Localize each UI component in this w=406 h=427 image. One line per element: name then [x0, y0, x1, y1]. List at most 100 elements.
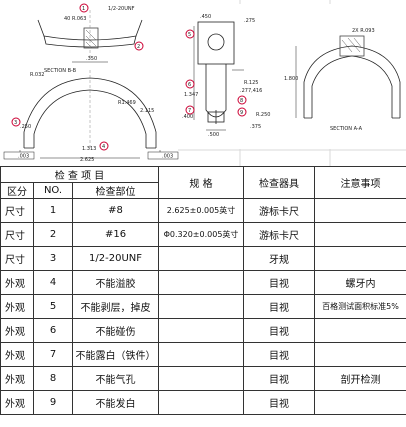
table-row: 外观 7 不能露白（铁件） 目视: [0, 342, 406, 367]
svg-text:9: 9: [240, 110, 243, 116]
cell-tool: 目视: [243, 342, 316, 367]
cell-spec: [158, 342, 245, 367]
header-notes: 注意事项: [314, 166, 406, 199]
callout-6: 6: [185, 79, 195, 89]
cell-no: 2: [33, 222, 73, 247]
table-row: 尺寸 3 1/2-20UNF 牙规: [0, 246, 406, 271]
svg-text:5: 5: [188, 32, 191, 38]
cell-spec: [158, 246, 245, 271]
callout-9: 9: [237, 107, 247, 117]
dim-1800: 1.800: [284, 76, 298, 82]
callouts-left: 1 2 3 4: [11, 3, 144, 151]
svg-text:3: 3: [14, 120, 17, 126]
side-view-section-bb: [37, 10, 143, 63]
cell-notes: [314, 198, 406, 223]
cell-category: 尺寸: [0, 198, 34, 223]
svg-text:6: 6: [188, 82, 191, 88]
table-row: 外观 8 不能气孔 目视 剖开检测: [0, 366, 406, 391]
cell-category: 外观: [0, 390, 34, 415]
cell-category: 外观: [0, 342, 34, 367]
table-row: 外观 5 不能剥层，掉皮 目视 百格测试面积标准5%: [0, 294, 406, 319]
table-row: 尺寸 2 #16 Φ0.320±0.005英寸 游标卡尺: [0, 222, 406, 247]
dim-r032: R.032: [30, 72, 44, 78]
cell-tool: 牙规: [243, 246, 316, 271]
dim-r1469: R1.469: [118, 100, 136, 106]
svg-text:2: 2: [137, 44, 140, 50]
cell-category: 外观: [0, 318, 34, 343]
cell-no: 6: [33, 318, 73, 343]
cell-notes: 螺牙内: [314, 270, 406, 295]
cell-notes: [314, 342, 406, 367]
section-aa-label: SECTION A-A: [330, 126, 363, 132]
cell-notes: 剖开检测: [314, 366, 406, 391]
dim-375: .375: [250, 124, 261, 130]
cell-notes: [314, 390, 406, 415]
tol-left-value: .003: [18, 154, 29, 160]
cell-part: 不能气孔: [71, 366, 160, 391]
svg-text:4: 4: [102, 144, 105, 150]
table-title: 检 查 项 目: [0, 166, 160, 183]
cell-notes: [314, 246, 406, 271]
cell-part: #16: [71, 222, 160, 247]
cell-no: 9: [33, 390, 73, 415]
callout-2: 2: [134, 41, 144, 51]
section-bb-label: SECTION B-B: [44, 68, 77, 74]
dim-1347: 1.347: [184, 92, 198, 98]
dim-r250: R.250: [256, 112, 270, 118]
dim-250: .250: [20, 124, 31, 130]
dim-2625: 2.625: [80, 157, 94, 163]
dim-r125: R.125: [244, 80, 258, 86]
drawing-panel-left: [0, 0, 178, 166]
cell-no: 1: [33, 198, 73, 223]
cell-spec: [158, 270, 245, 295]
dim-2115: 2.115: [140, 108, 154, 114]
cell-part: 1/2-20UNF: [71, 246, 160, 271]
cell-notes: 百格测试面积标准5%: [314, 294, 406, 319]
header-spec: 规 格: [158, 166, 245, 199]
dim-500: .500: [208, 132, 219, 138]
table-row: 外观 6 不能碰伤 目视: [0, 318, 406, 343]
cell-no: 8: [33, 366, 73, 391]
cell-notes: [314, 318, 406, 343]
header-tool: 检查器具: [243, 166, 316, 199]
dim-2x-r093: 2X R.093: [352, 28, 375, 34]
svg-text:1: 1: [82, 6, 85, 12]
cell-tool: 目视: [243, 318, 316, 343]
cell-part: 不能溢胶: [71, 270, 160, 295]
dim-thread-top: 1/2-20UNF: [108, 6, 135, 12]
dim-r063: 40 R.063: [64, 16, 86, 22]
engineering-drawing: 40 R.063 1/2-20UNF .350 SECTION B-B 1 2 …: [0, 0, 406, 166]
cell-notes: [314, 222, 406, 247]
cell-no: 7: [33, 342, 73, 367]
profile-view: [193, 21, 244, 131]
cell-part: 不能发白: [71, 390, 160, 415]
cell-part: 不能露白（铁件）: [71, 342, 160, 367]
cell-no: 3: [33, 246, 73, 271]
svg-text:7: 7: [188, 108, 191, 114]
cell-spec: 2.625±0.005英寸: [158, 198, 245, 223]
table-row: 尺寸 1 #8 2.625±0.005英寸 游标卡尺: [0, 198, 406, 223]
cell-spec: [158, 318, 245, 343]
cell-category: 外观: [0, 366, 34, 391]
table-title-row: 检 查 项 目 规 格 检查器具 注意事项: [0, 166, 406, 199]
inspection-table: 检 查 项 目 规 格 检查器具 注意事项 区分 NO. 检查部位 尺寸 1 #…: [0, 166, 406, 415]
cell-category: 尺寸: [0, 246, 34, 271]
cell-category: 外观: [0, 270, 34, 295]
section-aa-view: [295, 35, 401, 119]
cell-tool: 游标卡尺: [243, 222, 316, 247]
table-row: 外观 9 不能发白 目视: [0, 390, 406, 415]
dim-350: .350: [86, 56, 97, 62]
callouts-right: 5 6 7 8 9: [185, 29, 247, 117]
tolerance-box-left: [3, 151, 179, 160]
callout-4: 4: [99, 141, 109, 151]
drawing-panel-right: [178, 4, 406, 149]
table-row: 外观 4 不能溢胶 目视 螺牙内: [0, 270, 406, 295]
dim-450: .450: [200, 14, 211, 20]
cell-category: 尺寸: [0, 222, 34, 247]
cell-spec: [158, 294, 245, 319]
dim-400: .400: [182, 114, 193, 120]
cell-tool: 目视: [243, 390, 316, 415]
cell-part: 不能碰伤: [71, 318, 160, 343]
svg-text:8: 8: [240, 98, 243, 104]
